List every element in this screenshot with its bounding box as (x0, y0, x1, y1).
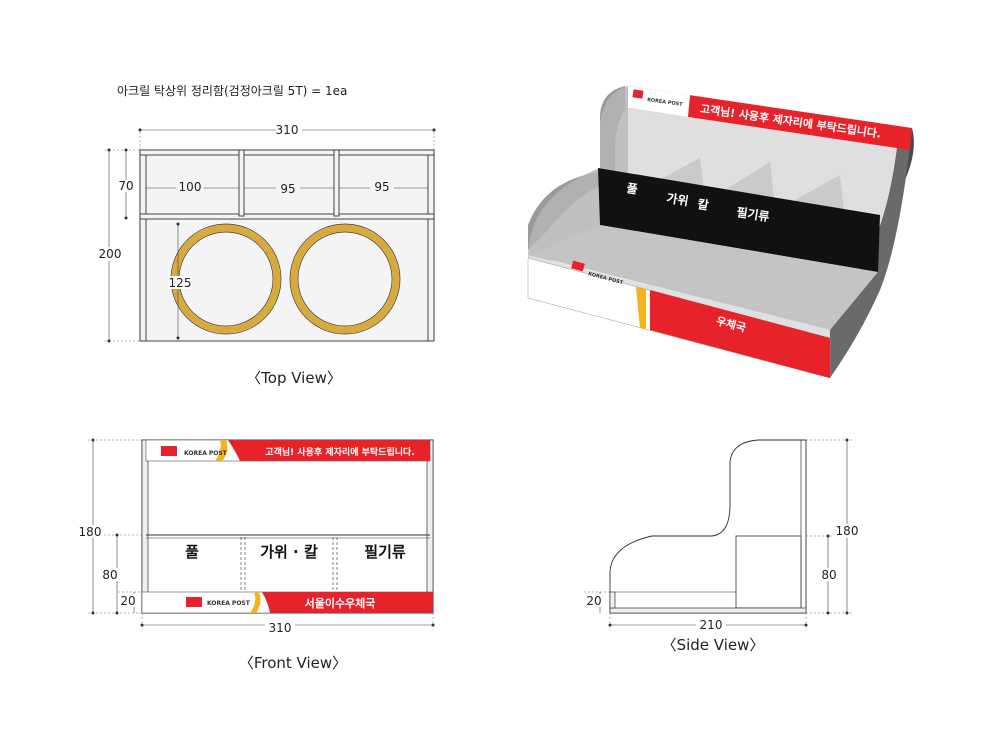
front-view-caption: 〈Front View〉 (239, 654, 347, 672)
front-view: 180 80 20 KOREA POST 고객님! 사용후 제자리에 부탁드립니… (78, 438, 435, 672)
top-view: 310 200 70 100 95 95 (96, 123, 436, 387)
render-base-floor (530, 225, 878, 330)
front-top-logo: KOREA POST (184, 450, 228, 457)
side-front-divider (735, 535, 802, 609)
comp2-label: 95 (280, 182, 295, 196)
compartment-divider-2 (333, 149, 340, 217)
front-bottom-logo: KOREA POST (207, 600, 251, 607)
render-black-divider (598, 168, 880, 272)
side-base-label: 20 (586, 594, 601, 608)
compartment-divider-1 (238, 149, 245, 217)
back-wall (139, 149, 435, 156)
render-label-knife: 칼 (697, 197, 710, 213)
front-top-banner-text: 고객님! 사용후 제자리에 부탁드립니다. (265, 446, 414, 458)
top-depth-label: 200 (99, 247, 122, 261)
comp1-label: 100 (179, 180, 202, 194)
hole-label: 125 (169, 276, 192, 290)
front-height-label: 180 (79, 525, 102, 539)
front-outline (141, 439, 434, 614)
top-front-depth-label: 70 (118, 179, 133, 193)
side-depth-label: 210 (700, 618, 723, 632)
render-label-pens: 필기류 (736, 204, 771, 224)
right-wall (427, 149, 435, 342)
comp3-label: 95 (374, 180, 389, 194)
render-top-logo: KOREA POST (647, 97, 684, 108)
korea-post-logo-icon (186, 597, 202, 607)
top-width-label: 310 (276, 123, 299, 137)
top-view-caption: 〈Top View〉 (246, 369, 342, 387)
pen-hole-ring-right (290, 224, 400, 334)
front-label-glue: 풀 (185, 543, 199, 561)
front-label-scissors: 가위 · 칼 (260, 543, 318, 561)
side-base (609, 607, 807, 614)
front-bottom-banner-text: 서울이수우체국 (305, 596, 376, 610)
front-divider-label: 80 (102, 568, 117, 582)
render-top-banner (628, 86, 912, 150)
render-3d: KOREA POST 고객님! 사용후 제자리에 부탁드립니다. 풀 가위 칼 … (527, 86, 914, 379)
side-view: 180 80 20 210 〈Side View〉 (584, 438, 860, 654)
render-label-glue: 풀 (626, 180, 639, 197)
drawing-title: 아크릴 탁상위 정리함(검정아크릴 5T) = 1ea (117, 84, 347, 98)
front-base-label: 20 (120, 594, 135, 608)
side-height-label: 180 (836, 524, 859, 538)
render-label-scissors: 가위 (666, 190, 690, 208)
front-width-label: 310 (269, 621, 292, 635)
side-divider-label: 80 (821, 568, 836, 582)
side-view-caption: 〈Side View〉 (662, 636, 765, 654)
front-label-pens: 필기류 (364, 543, 406, 561)
korea-post-logo-icon (161, 446, 177, 456)
divider-wall (139, 213, 435, 220)
left-wall (139, 149, 147, 342)
